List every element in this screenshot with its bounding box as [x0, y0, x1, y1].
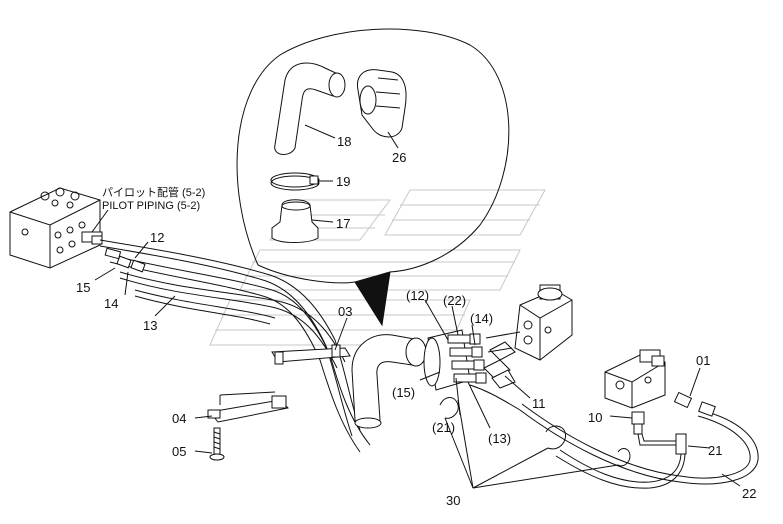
boot-17: [271, 199, 334, 243]
pilot-hose-bundle: [99, 239, 371, 453]
label-19: 19: [336, 174, 350, 189]
clamps-30: [439, 397, 631, 467]
elbow-hose-18: [274, 62, 346, 155]
bracket-03: [271, 344, 351, 365]
label-14: 14: [104, 296, 118, 311]
callout-jp: パイロット配管 (5-2): [102, 185, 205, 199]
label-10: 10: [588, 410, 602, 425]
label-15: 15: [76, 280, 90, 295]
label-13: 13: [143, 318, 157, 333]
clamp-19: [270, 172, 333, 191]
label-18: 18: [337, 134, 351, 149]
center-elbow-hose: [351, 334, 427, 429]
label-12: 12: [150, 230, 164, 245]
label-17: 17: [336, 216, 350, 231]
label-03: 03: [338, 304, 352, 319]
label-04: 04: [172, 411, 186, 426]
label-30: 30: [446, 493, 460, 508]
label-p15: (15): [392, 385, 415, 400]
label-22: 22: [742, 486, 756, 501]
detail-pointer: [354, 271, 391, 327]
label-21: 21: [708, 443, 722, 458]
detail-magnifier-bubble: [236, 28, 510, 327]
callout-en: PILOT PIPING (5-2): [102, 200, 200, 212]
fitting-10: [631, 411, 680, 446]
label-26: 26: [392, 150, 406, 165]
leader-lines: [91, 209, 741, 489]
hose-21: [555, 433, 687, 489]
label-p22: (22): [443, 293, 466, 308]
label-p21: (21): [432, 420, 455, 435]
bracket-04: [207, 391, 290, 423]
remote-control-valve-11: [483, 284, 573, 389]
pilot-valve-01: [604, 349, 693, 409]
label-05: 05: [172, 444, 186, 459]
label-p13: (13): [488, 431, 511, 446]
label-01: 01: [696, 353, 710, 368]
label-11: 11: [532, 396, 546, 411]
multi-port-fitting: [423, 329, 487, 391]
bolt-05: [209, 427, 225, 461]
label-p12: (12): [406, 288, 429, 303]
control-valve-block: [9, 187, 103, 269]
cap-26: [356, 69, 407, 149]
label-p14: (14): [470, 311, 493, 326]
return-hose-22: [469, 384, 759, 485]
